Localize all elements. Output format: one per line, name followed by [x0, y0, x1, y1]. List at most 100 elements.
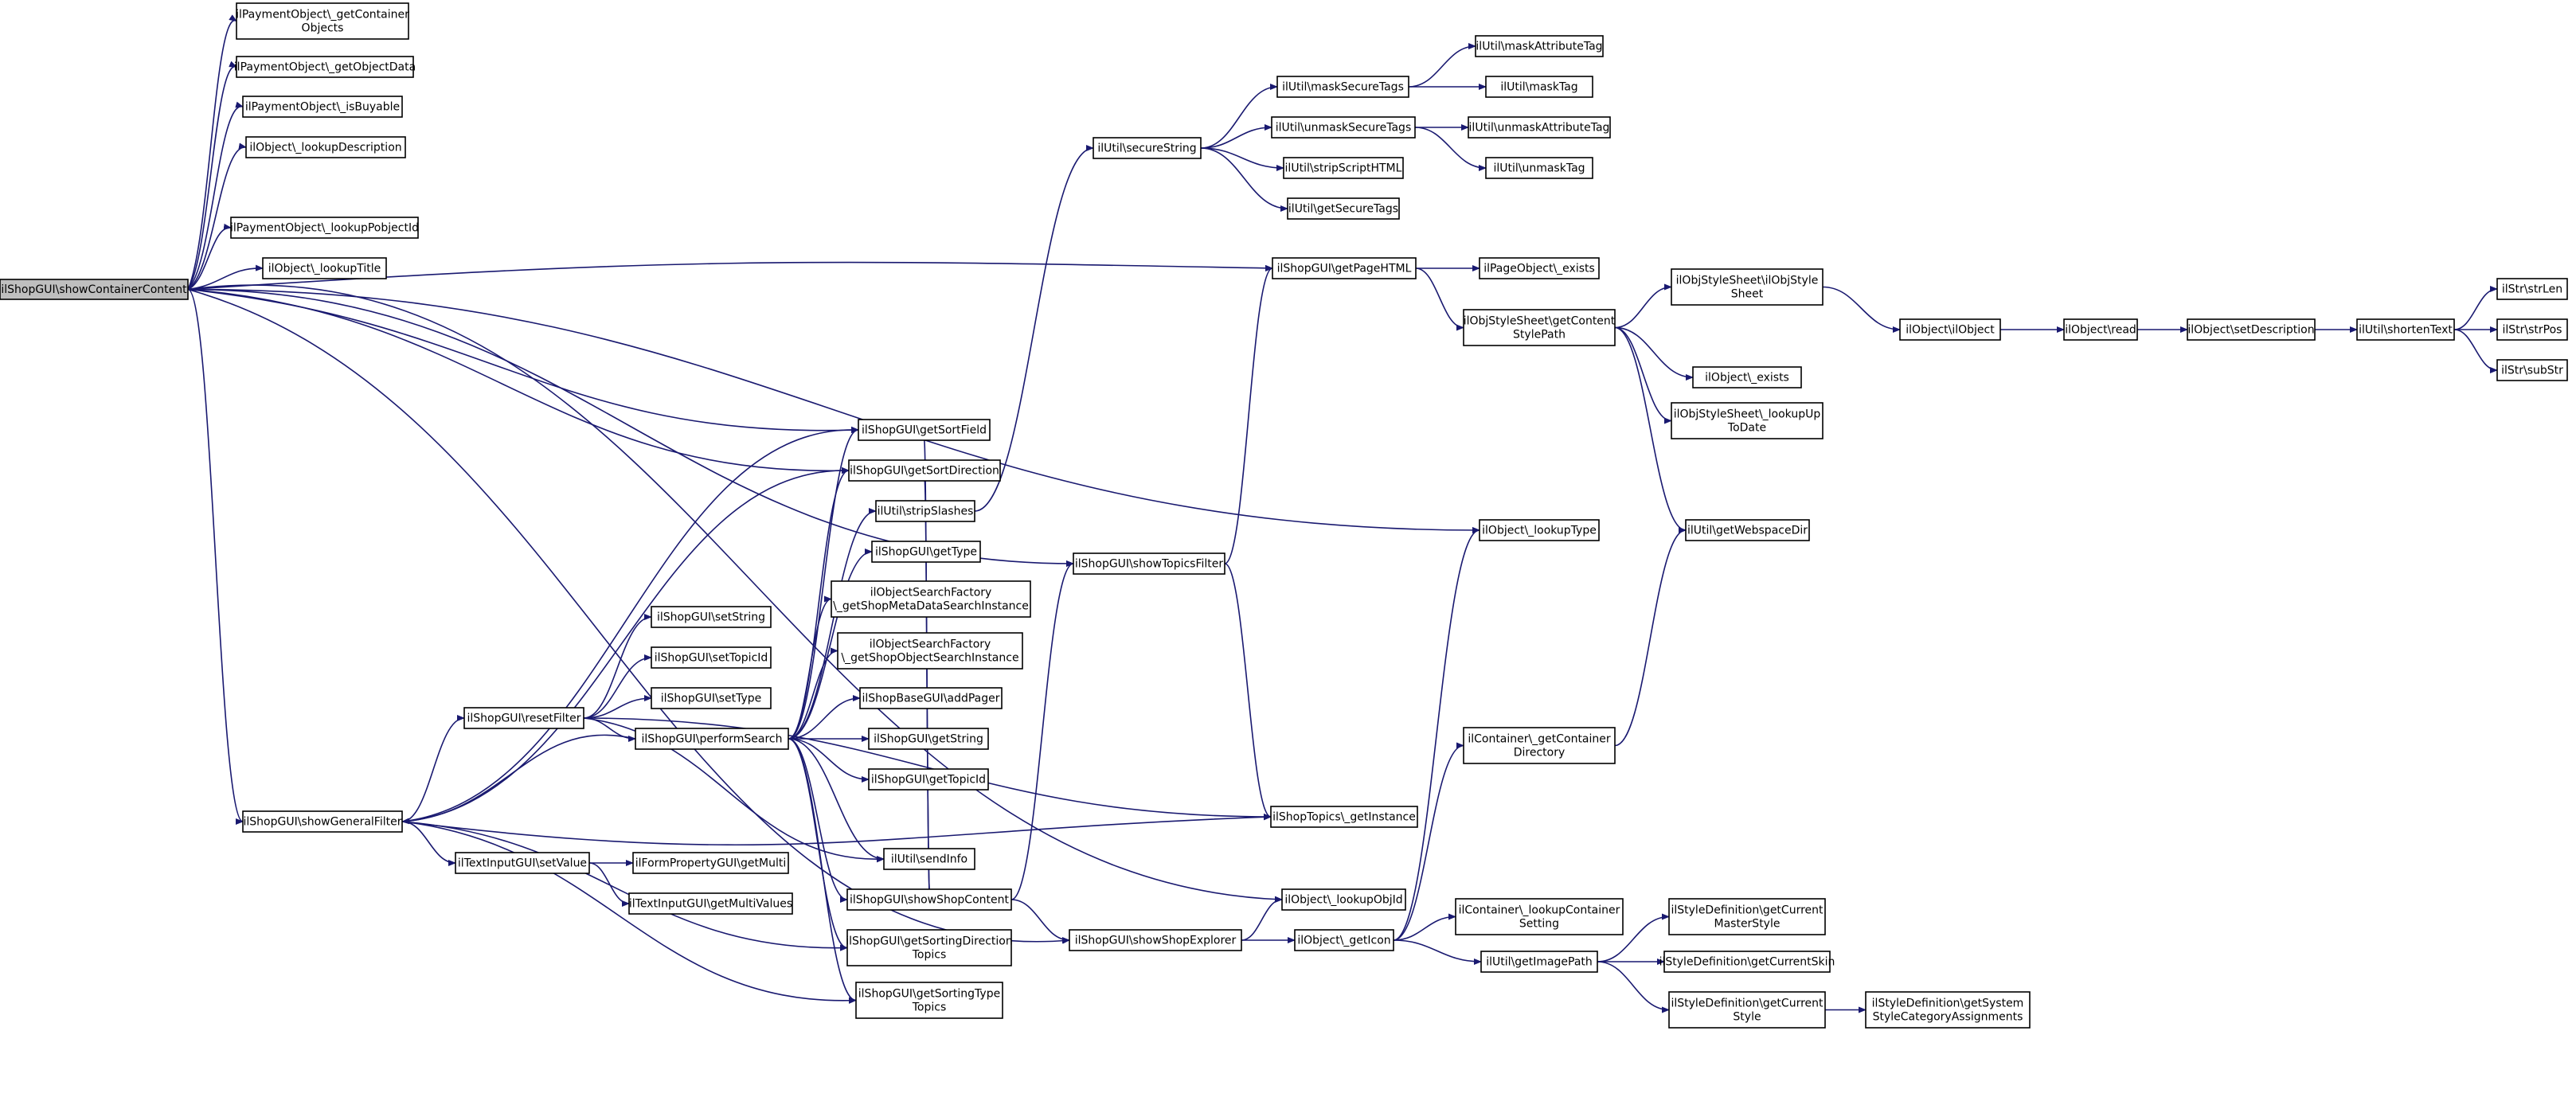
- node-label: StyleCategoryAssignments: [1873, 1011, 2023, 1024]
- node-label: ilUtil\sendInfo: [891, 853, 967, 866]
- node-ilstyledefinition-getcurrentskin[interactable]: ilStyleDefinition\getCurrentSkin: [1659, 951, 1835, 973]
- edge-n32-to-n40: [1408, 43, 1476, 88]
- node-ilshopgui-performsearch[interactable]: ilShopGUI\performSearch: [635, 728, 789, 750]
- node-ilformpropertygui-getmulti[interactable]: ilFormPropertyGUI\getMulti: [632, 852, 789, 874]
- node-ilpaymentobject-lookuppobjectid[interactable]: ilPaymentObject\_lookupPobjectId: [230, 217, 419, 239]
- node-ilshopgui-settopicid[interactable]: ilShopGUI\setTopicId: [651, 646, 772, 669]
- node-ilutil-getimagepath[interactable]: ilUtil\getImagePath: [1480, 951, 1598, 973]
- edge-n26-to-n31: [1010, 899, 1070, 943]
- node-ilshopgui-gettype[interactable]: ilShopGUI\getType: [871, 541, 981, 563]
- node-ilobject-geticon[interactable]: ilObject\_getIcon: [1294, 929, 1394, 951]
- node-ilutil-unmaskattributetag[interactable]: ilUtil\unmaskAttributeTag: [1468, 116, 1611, 139]
- node-ilshopgui-showgeneralfilter[interactable]: ilShopGUI\showGeneralFilter: [242, 810, 403, 833]
- node-ilobject-lookuptype[interactable]: ilObject\_lookupType: [1479, 519, 1600, 541]
- node-iltextinputgui-setvalue[interactable]: ilTextInputGUI\setValue: [455, 852, 590, 874]
- node-box: [1865, 991, 2031, 1029]
- edge-n60-to-n63: [2453, 329, 2498, 373]
- node-ilshopgui-showtopicsfilter[interactable]: ilShopGUI\showTopicsFilter: [1073, 552, 1225, 575]
- node-ilutil-stripscripthtml[interactable]: ilUtil\stripScriptHTML: [1283, 157, 1404, 179]
- node-box: [871, 541, 981, 563]
- node-iltextinputgui-getmultivalues[interactable]: ilTextInputGUI\getMultiValues: [628, 892, 793, 915]
- node-ilshopgui-setstring[interactable]: ilShopGUI\setString: [651, 606, 772, 628]
- node-ilutil-sendinfo[interactable]: ilUtil\sendInfo: [883, 848, 975, 870]
- node-label: MasterStyle: [1714, 918, 1781, 931]
- node-ilutil-maskattributetag[interactable]: ilUtil\maskAttributeTag: [1475, 35, 1604, 57]
- edge-n30-to-n37: [1224, 563, 1272, 820]
- node-label: ilShopGUI\showGeneralFilter: [244, 816, 402, 829]
- node-ilutil-unmasksecuretags[interactable]: ilUtil\unmaskSecureTags: [1271, 116, 1416, 139]
- node-box: [1281, 888, 1406, 911]
- edge-n39-to-n48: [1393, 913, 1456, 941]
- node-ilobject-lookupobjid[interactable]: ilObject\_lookupObjId: [1281, 888, 1406, 911]
- node-ilshopgui-getsortfield[interactable]: ilShopGUI\getSortField: [858, 419, 991, 441]
- node-box: [1485, 76, 1593, 98]
- node-box: [1692, 366, 1802, 388]
- node-label: ilUtil\getSecureTags: [1288, 203, 1398, 216]
- edge-n47-to-n53: [1614, 527, 1687, 747]
- node-ilutil-getsecuretags[interactable]: ilUtil\getSecureTags: [1287, 197, 1400, 220]
- edge-n7-to-n8: [401, 715, 465, 822]
- node-ilshopgui-showshopcontent[interactable]: ilShopGUI\showShopContent: [846, 888, 1012, 911]
- node-ilutil-securestring[interactable]: ilUtil\secureString: [1093, 137, 1202, 159]
- node-ilshopbasegui-addpager[interactable]: ilShopBaseGUI\addPager: [859, 687, 1003, 709]
- node-label: ilShopGUI\getPageHTML: [1277, 263, 1412, 275]
- edge-n9-to-n15: [588, 862, 630, 907]
- node-ilstr-strpos[interactable]: ilStr\strPos: [2496, 318, 2568, 341]
- node-ilutil-unmasktag[interactable]: ilUtil\unmaskTag: [1485, 157, 1593, 179]
- node-ilshopgui-resetfilter[interactable]: ilShopGUI\resetFilter: [463, 707, 584, 729]
- node-ilstr-substr[interactable]: ilStr\subStr: [2496, 359, 2568, 381]
- node-ilshopgui-getsortdirection[interactable]: ilShopGUI\getSortDirection: [848, 459, 1001, 482]
- node-ilstr-strlen[interactable]: ilStr\strLen: [2496, 278, 2568, 300]
- node-label: Directory: [1514, 747, 1566, 759]
- node-ilutil-stripslashes[interactable]: ilUtil\stripSlashes: [875, 500, 975, 522]
- node-ilobject-read[interactable]: ilObject\read: [2063, 318, 2138, 341]
- node-ilshopgui-getpagehtml[interactable]: ilShopGUI\getPageHTML: [1272, 257, 1417, 279]
- node-ilstyledefinition-getsystem-stylecategoryassignments[interactable]: ilStyleDefinition\getSystemStyleCategory…: [1865, 991, 2031, 1029]
- edge-n29-to-n33: [1200, 124, 1272, 149]
- node-label: ilUtil\maskSecureTags: [1282, 81, 1404, 94]
- node-ilshopgui-gettopicid[interactable]: ilShopGUI\getTopicId: [868, 768, 989, 791]
- node-ilpaymentobject-getobjectdata[interactable]: ilPaymentObject\_getObjectData: [234, 56, 416, 78]
- edge-root-to-n3: [187, 101, 244, 291]
- node-box: [632, 852, 789, 874]
- edge-root-to-n5: [187, 223, 232, 291]
- edge-n13-to-n22: [788, 695, 861, 740]
- node-ilshopgui-settype[interactable]: ilShopGUI\setType: [651, 687, 772, 709]
- node-box: [1479, 519, 1600, 541]
- node-ilobjectsearchfactory-getshopobjectsearchinstance[interactable]: ilObjectSearchFactory\_getShopObjectSear…: [837, 632, 1023, 670]
- node-ilobject-exists[interactable]: ilObject\_exists: [1692, 366, 1802, 388]
- edge-root-to-n2: [187, 61, 237, 290]
- node-ilobjstylesheet-ilobjstyle-sheet[interactable]: ilObjStyleSheet\ilObjStyleSheet: [1671, 268, 1824, 306]
- node-ilshopgui-showshopexplorer[interactable]: ilShopGUI\showShopExplorer: [1069, 929, 1242, 951]
- node-ilutil-shortentext[interactable]: ilUtil\shortenText: [2356, 318, 2455, 341]
- node-ilobject-lookupdescription[interactable]: ilObject\_lookupDescription: [245, 136, 406, 158]
- node-ilshopgui-getstring[interactable]: ilShopGUI\getString: [868, 728, 989, 750]
- node-ilpaymentobject-isbuyable[interactable]: ilPaymentObject\_isBuyable: [242, 96, 403, 118]
- node-box: [1287, 197, 1400, 220]
- node-label: ilUtil\shortenText: [2359, 324, 2453, 337]
- node-ilobject-lookuptitle[interactable]: ilObject\_lookupTitle: [262, 257, 387, 279]
- node-ilobject-setdescription[interactable]: ilObject\setDescription: [2187, 318, 2316, 341]
- node-ilobjectsearchfactory-getshopmetadatasearchinstance[interactable]: ilObjectSearchFactory\_getShopMetaDataSe…: [831, 580, 1031, 618]
- node-label: ilShopGUI\setTopicId: [655, 652, 768, 665]
- edge-n13-to-n20: [788, 595, 832, 740]
- node-ilpageobject-exists[interactable]: ilPageObject\_exists: [1479, 257, 1600, 279]
- node-ilshopgui-showcontainercontent[interactable]: ilShopGUI\showContainerContent: [0, 279, 189, 300]
- edge-n13-to-n19: [788, 549, 873, 740]
- node-ilutil-masktag[interactable]: ilUtil\maskTag: [1485, 76, 1593, 98]
- node-ilobject-ilobject[interactable]: ilObject\ilObject: [1899, 318, 2001, 341]
- node-label: ilStr\subStr: [2501, 365, 2563, 377]
- node-ilutil-masksecuretags[interactable]: ilUtil\maskSecureTags: [1276, 76, 1409, 98]
- node-ilutil-getwebspacedir[interactable]: ilUtil\getWebspaceDir: [1685, 519, 1810, 541]
- node-ilshoptopics-getinstance[interactable]: ilShopTopics\_getInstance: [1270, 806, 1418, 828]
